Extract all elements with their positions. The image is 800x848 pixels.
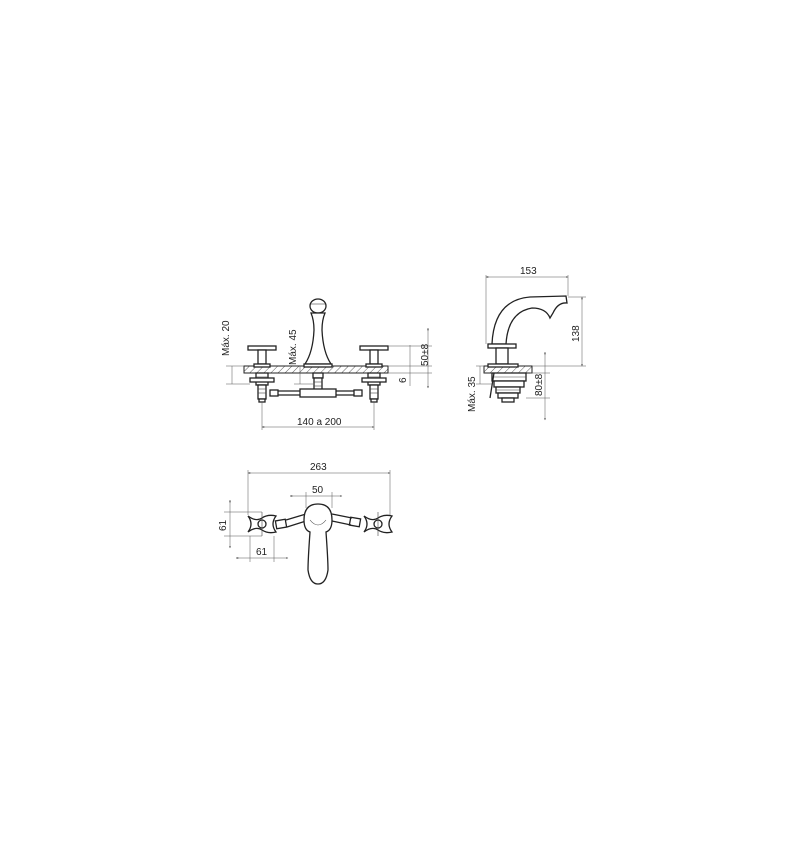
dim-max-35-label: Máx. 35 [467,376,478,412]
dim-61-horizontal-label: 61 [256,547,268,558]
top-dimensions [224,470,391,562]
valve-body-side [489,372,527,403]
dim-50-top-label: 50 [312,485,324,496]
hoses-top [274,513,362,530]
dim-6-label: 6 [398,377,409,383]
top-view: 263 50 61 61 [218,462,394,585]
side-view: 153 138 Máx. 35 80±8 [467,266,586,421]
dim-61-vertical-label: 61 [218,519,229,531]
left-valve-front [247,345,277,403]
spout-front [303,298,333,391]
dim-263-label: 263 [310,462,327,473]
dim-138-label: 138 [571,325,582,342]
dim-80-label: 80±8 [534,373,545,396]
dim-153-label: 153 [520,266,537,277]
front-dimensions [226,327,432,430]
dim-max-45-label: Máx. 45 [288,329,299,365]
left-cross-handle-top [247,512,278,536]
hoses-front [269,388,363,398]
dim-max-20-label: Máx. 20 [221,320,232,356]
right-valve-front [359,345,389,403]
dim-50-label: 50±8 [420,343,431,366]
spout-top [303,503,333,585]
right-cross-handle-top [363,512,394,536]
dim-spacing-label: 140 a 200 [297,417,342,428]
front-view: Máx. 20 Máx. 45 50±8 6 140 a 200 [221,298,432,430]
spout-side [487,295,568,368]
side-dimensions [476,275,586,421]
